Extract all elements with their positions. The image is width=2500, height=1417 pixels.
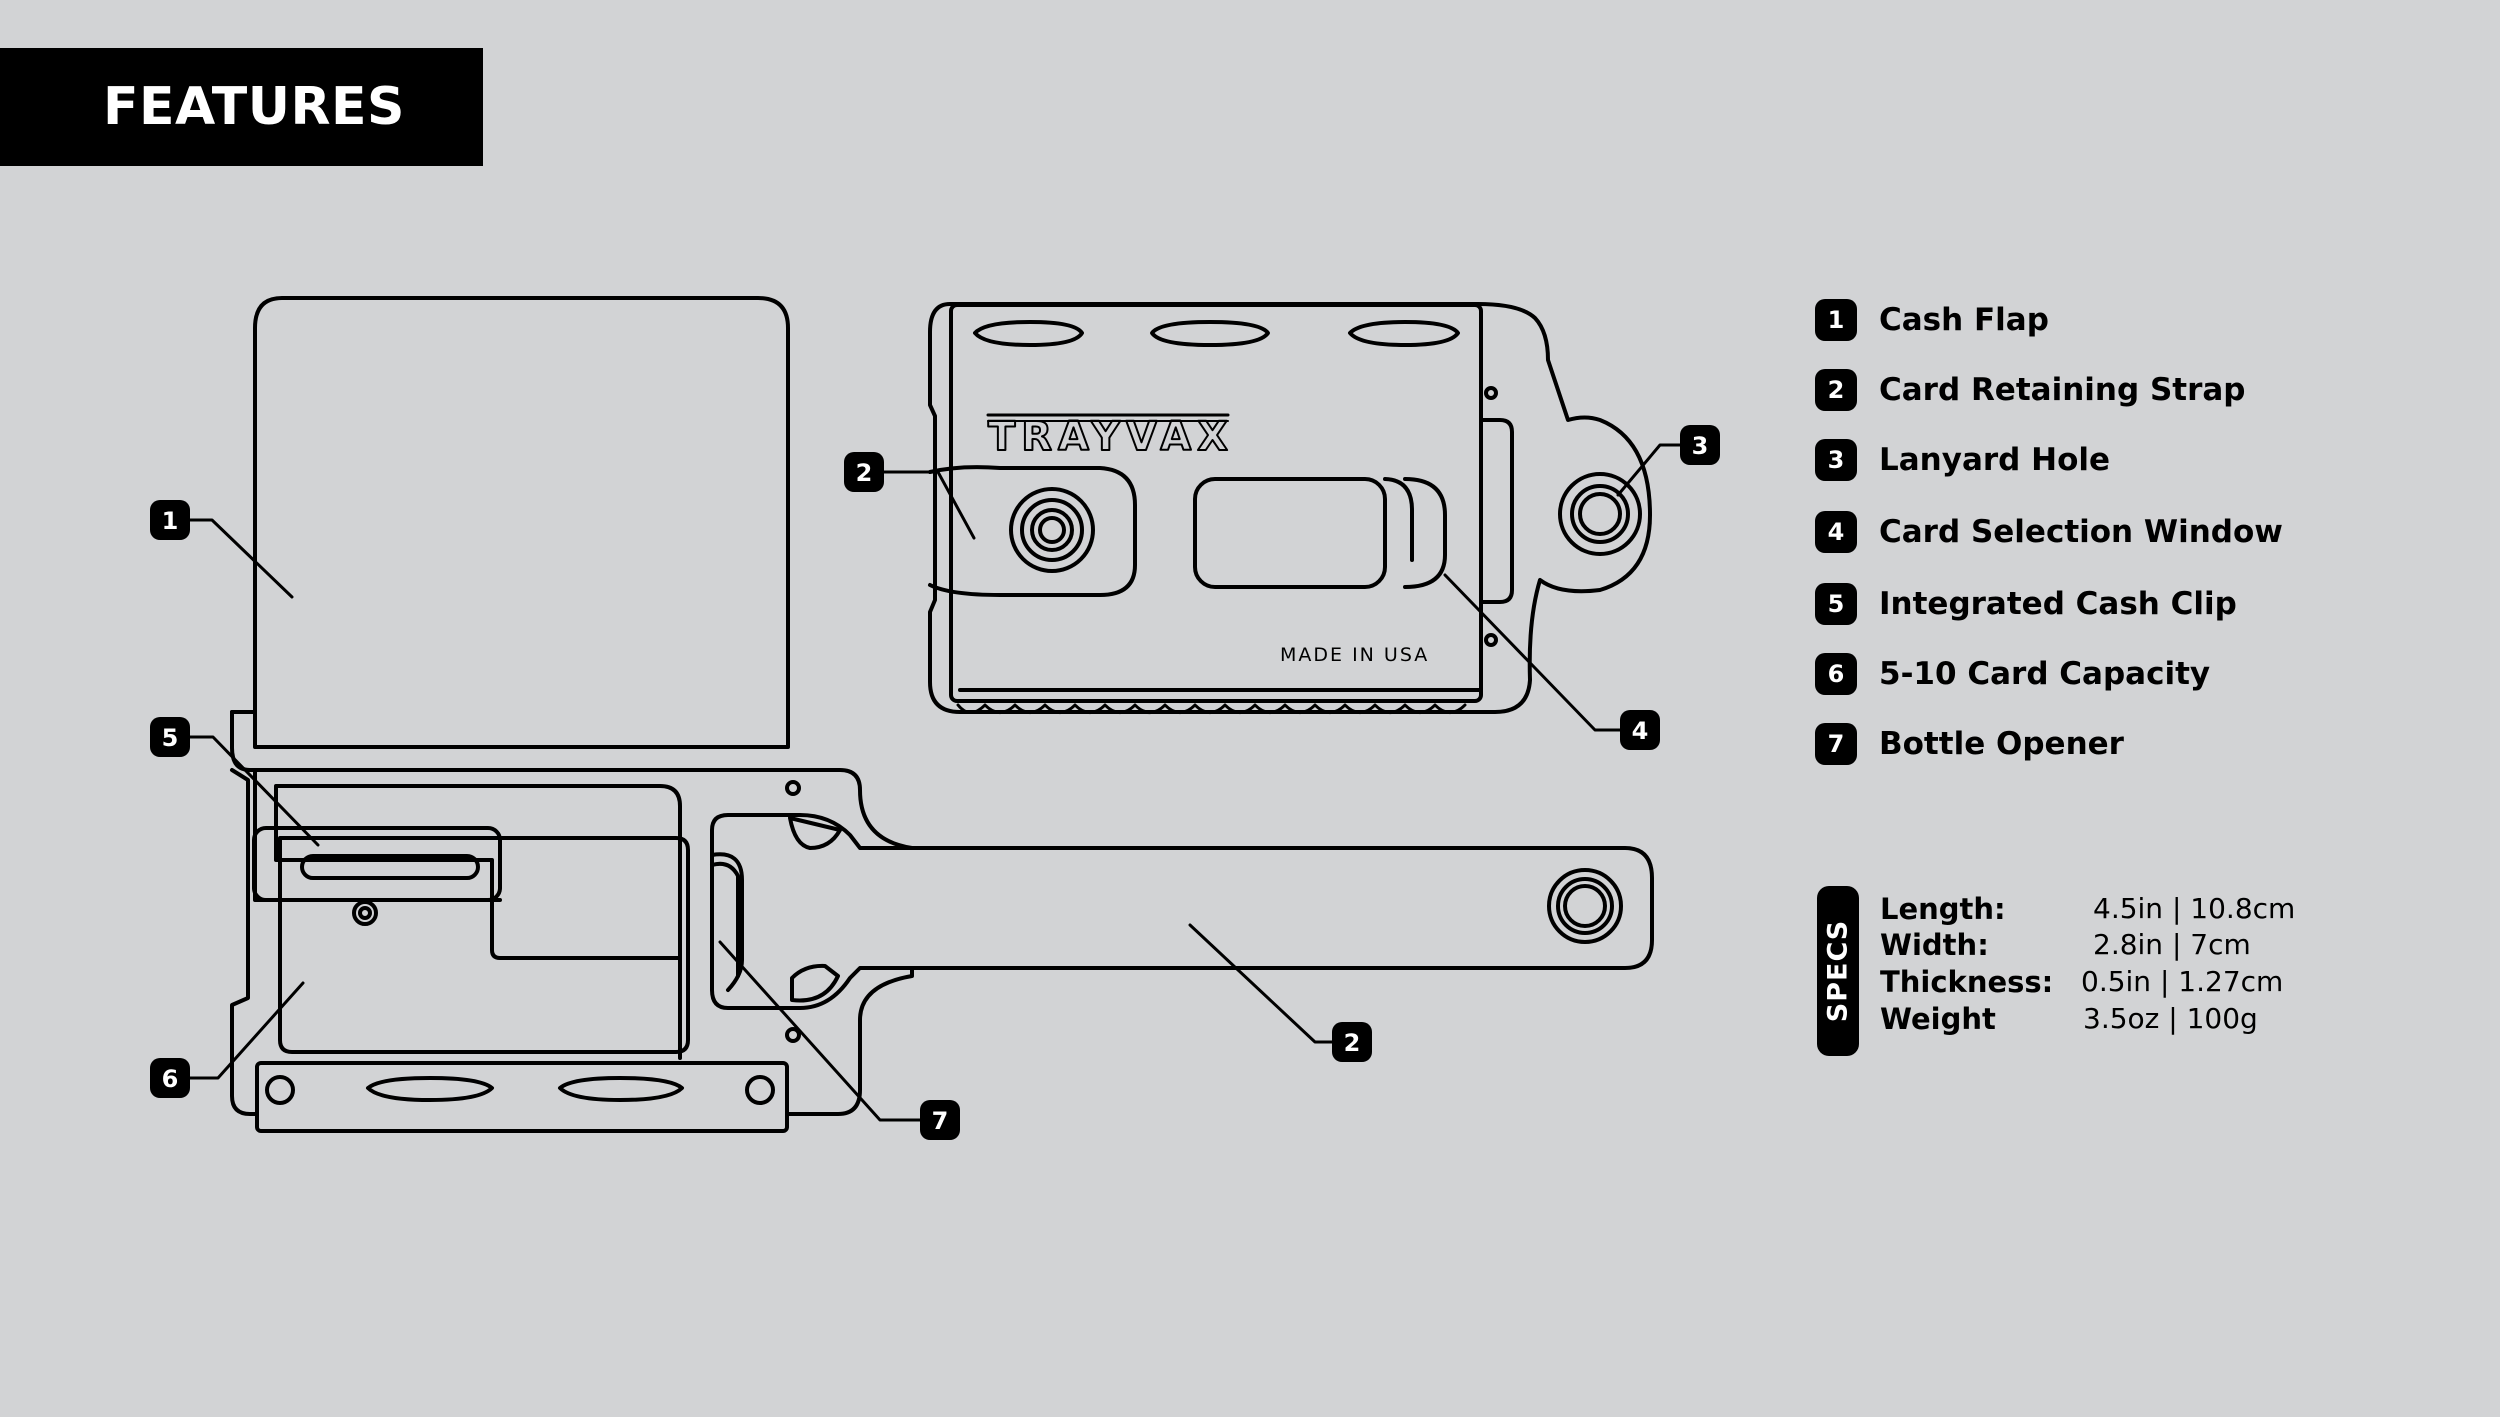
legend-label: Cash Flap	[1879, 302, 2049, 338]
closed-wallet-illustration: TRAYVAX MADE IN USA	[928, 302, 1652, 714]
features-header: FEATURES	[0, 48, 483, 166]
callout-3	[1680, 425, 1720, 465]
cash-clip-plate	[252, 826, 502, 902]
legend-badge: 1	[1815, 299, 1857, 341]
wallet-front-plate	[949, 303, 1483, 703]
callout-2-front	[844, 452, 884, 492]
callout-2-strap	[1332, 1022, 1372, 1062]
svg-text:1: 1	[162, 507, 179, 535]
legend-item-lanyard-hole: 3 Lanyard Hole	[1815, 436, 2110, 484]
bottom-plate	[255, 1061, 789, 1133]
open-wallet-illustration	[229, 296, 914, 1133]
legend-badge: 4	[1815, 511, 1857, 553]
legend-label: Lanyard Hole	[1879, 442, 2111, 478]
legend-item-card-selection-window: 4 Card Selection Window	[1815, 508, 2283, 556]
made-in-usa-text: MADE IN USA	[1280, 644, 1429, 666]
legend-label: Card Selection Window	[1879, 514, 2283, 550]
svg-text:6: 6	[162, 1065, 179, 1093]
spec-label: Weight	[1880, 1002, 1996, 1036]
spec-value: 4.5in | 10.8cm	[2093, 892, 2296, 925]
legend-item-integrated-cash-clip: 5 Integrated Cash Clip	[1815, 580, 2237, 628]
spec-row-width: Width:	[1880, 926, 1989, 964]
spec-label: Width:	[1880, 928, 1989, 962]
spec-label: Thickness:	[1880, 965, 2054, 999]
spec-value: 2.8in | 7cm	[2093, 928, 2251, 961]
spec-value: 0.5in | 1.27cm	[2081, 965, 2284, 998]
svg-text:7: 7	[932, 1107, 949, 1135]
callout-5	[150, 717, 190, 757]
callout-6	[150, 1058, 190, 1098]
svg-text:2: 2	[856, 459, 873, 487]
card-selection-window	[1193, 477, 1387, 589]
legend-badge: 2	[1815, 369, 1857, 411]
callout-4	[1620, 710, 1660, 750]
specs-tab: SPECS	[1817, 886, 1859, 1056]
strap-rivet	[1547, 868, 1623, 944]
spec-row-thickness: Thickness:	[1880, 963, 2053, 1001]
legend-badge: 3	[1815, 439, 1857, 481]
cash-flap	[253, 296, 790, 749]
wallet-body-outline	[230, 710, 914, 1116]
legend-badge: 7	[1815, 723, 1857, 765]
legend-label: 5-10 Card Capacity	[1879, 656, 2211, 692]
spec-row-weight: Weight	[1880, 1000, 1996, 1038]
callout-7	[920, 1100, 960, 1140]
legend-label: Bottle Opener	[1879, 726, 2124, 762]
lanyard-hole	[1558, 472, 1642, 556]
legend-badge: 6	[1815, 653, 1857, 695]
legend-label: Integrated Cash Clip	[1879, 586, 2237, 622]
callout-badges: 1 5 6 7 2 2 3 4	[150, 425, 1720, 1140]
page-title: FEATURES	[103, 77, 405, 137]
logo-text: TRAYVAX	[988, 414, 1228, 460]
legend-item-bottle-opener: 7 Bottle Opener	[1815, 720, 2124, 768]
spec-row-length: Length:	[1880, 890, 2006, 928]
legend-item-cash-flap: 1 Cash Flap	[1815, 296, 2049, 344]
legend-item-card-retaining-strap: 2 Card Retaining Strap	[1815, 366, 2246, 414]
svg-text:5: 5	[162, 724, 179, 752]
svg-text:3: 3	[1692, 432, 1709, 460]
card-retaining-strap-extended	[710, 813, 1654, 1010]
specs-tab-label: SPECS	[1822, 919, 1854, 1023]
svg-text:4: 4	[1632, 717, 1649, 745]
callout-1	[150, 500, 190, 540]
spec-label: Length:	[1880, 892, 2006, 926]
legend-badge: 5	[1815, 583, 1857, 625]
legend-item-card-capacity: 6 5-10 Card Capacity	[1815, 650, 2210, 698]
legend-label: Card Retaining Strap	[1879, 372, 2246, 408]
leader-lines	[183, 443, 1682, 1122]
svg-text:2: 2	[1344, 1029, 1361, 1057]
spec-value: 3.5oz | 100g	[2083, 1002, 2258, 1035]
